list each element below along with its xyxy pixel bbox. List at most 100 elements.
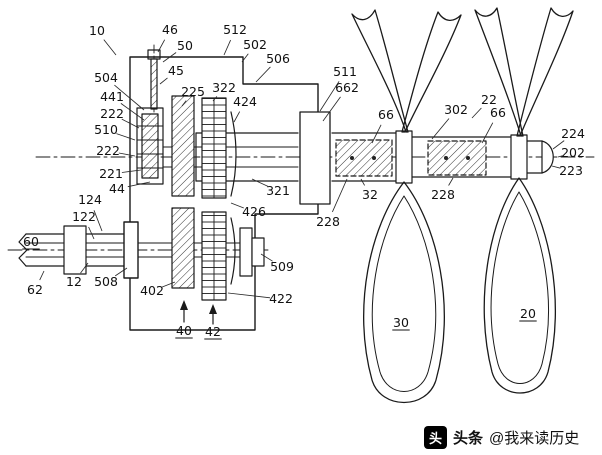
leader-line-510 [116,133,136,141]
propeller-front-20 [474,7,574,394]
leader-line-322 [212,96,218,102]
ref-label-222: 222 [96,143,120,158]
ref-label-50: 50 [177,38,193,53]
ref-label-506: 506 [266,51,290,66]
ref-label-44: 44 [109,181,125,196]
leader-line-228 [332,178,348,213]
leader-line-508 [114,267,128,277]
ref-label-223: 223 [559,163,583,178]
ref-label-40: 40 [176,323,192,338]
leader-line-402 [162,281,176,288]
blade-front-upper-left [474,7,524,137]
shaft-couplings [335,139,487,177]
leader-line-50 [162,52,177,63]
pitch-control-rod [147,49,161,110]
leader-line-62 [39,270,45,281]
ref-label-10: 10 [89,23,105,38]
leader-line-222 [121,118,140,129]
leader-lines [39,39,565,299]
leader-line-321 [251,178,269,187]
leader-line-12 [80,262,89,274]
gear-train [171,95,237,301]
gear-404 [171,95,195,197]
ref-label-441: 441 [100,89,124,104]
ref-label-322: 322 [212,80,236,95]
leader-line-424 [233,111,241,123]
ref-label-30: 30 [393,315,409,330]
ref-label-321: 321 [266,183,290,198]
ref-label-502: 502 [243,37,267,52]
ref-label-20: 20 [520,306,536,321]
ref-label-221: 221 [99,166,123,181]
ref-label-424: 424 [233,94,257,109]
leader-line-512 [223,39,231,56]
ref-label-62: 62 [27,282,43,297]
leader-line-124 [93,210,103,232]
hub-rear [395,130,413,184]
ref-label-42: 42 [205,324,221,339]
ref-label-422: 422 [269,291,293,306]
ref-label-60: 60 [23,234,39,249]
ref-label-225: 225 [181,84,205,99]
clutch-stack [136,107,164,185]
ref-label-46: 46 [162,22,178,37]
leader-line-302 [431,118,450,140]
ref-label-510: 510 [94,122,118,137]
leader-line-222 [118,152,136,157]
leader-line-10 [103,39,117,56]
ref-label-402: 402 [140,283,164,298]
ref-label-202: 202 [561,145,585,160]
leader-line-66 [371,124,382,144]
leader-line-32 [360,178,365,186]
ref-label-504: 504 [94,70,118,85]
spinner-nose [541,140,554,174]
ref-label-426: 426 [242,204,266,219]
ref-label-302: 302 [444,102,468,117]
gearbox-housing [123,56,319,331]
leader-line-511 [319,81,340,112]
blade-front-upper-right [516,7,574,137]
leader-line-502 [241,53,249,63]
leader-line-225 [181,100,187,107]
leader-line-202 [557,155,563,158]
leader-line-224 [552,140,565,150]
ref-label-32: 32 [362,187,378,202]
ref-label-45: 45 [168,63,184,78]
leader-line-504 [114,84,145,111]
watermark-handle: @我来读历史 [489,429,580,447]
leader-line-22 [471,107,482,119]
watermark: 头 头条 @我来读历史 [424,424,579,450]
mesh-arc-upper [230,111,237,197]
leader-line-662 [322,96,341,122]
toutiao-logo-icon: 头 [424,425,447,449]
leader-line-46 [157,39,166,53]
leader-line-223 [551,165,561,169]
ref-label-509: 509 [270,259,294,274]
shaft-coupling [63,225,87,275]
ref-label-508: 508 [94,274,118,289]
hub-front [510,134,528,180]
up-arrow-40 [180,300,188,310]
leader-line-45 [159,77,168,85]
shaft-break-symbol [18,233,28,267]
leader-line-221 [121,169,142,173]
mesh-arc-lower [230,217,236,285]
ref-label-511: 511 [333,64,357,79]
up-arrow-42 [209,304,217,314]
ref-label-224: 224 [561,126,585,141]
ref-label-512: 512 [223,22,247,37]
ref-label-22: 22 [481,92,497,107]
leader-line-66 [481,122,494,144]
leader-line-426 [230,202,244,209]
ref-label-66: 66 [490,105,506,120]
bearing-508 [123,221,139,279]
leader-line-509 [260,253,273,262]
rotation-arrows [180,300,217,325]
blade-rear-upper-right [401,11,462,133]
ref-label-662: 662 [335,80,359,95]
blade-rear-lower [363,181,445,403]
ref-label-66: 66 [378,107,394,122]
ref-label-124: 124 [78,192,102,207]
